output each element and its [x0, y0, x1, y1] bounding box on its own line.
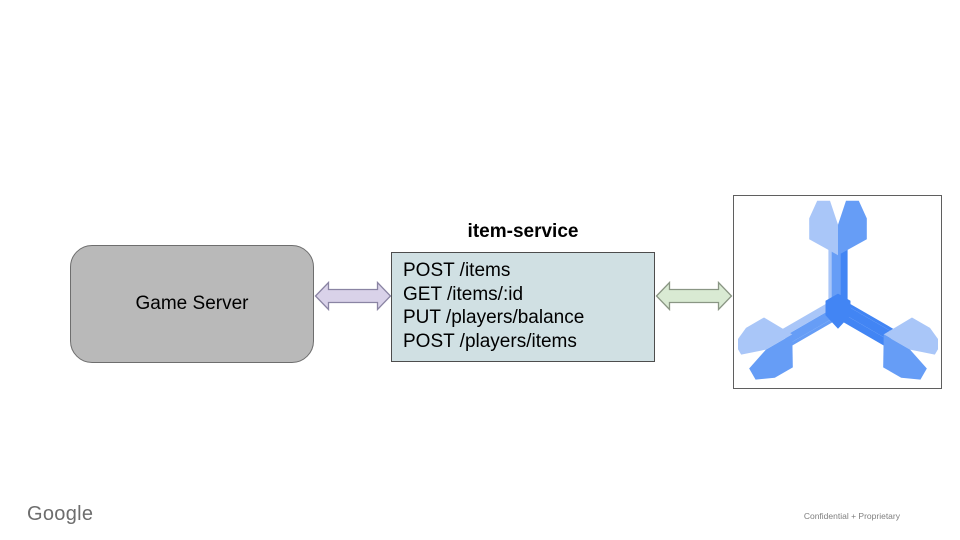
endpoint-line: PUT /players/balance [403, 307, 585, 328]
game-server-box: Game Server [70, 245, 314, 363]
spanner-arm-top [808, 200, 867, 310]
endpoint-line: GET /items/:id [403, 283, 524, 305]
bidirectional-arrow-icon [314, 281, 392, 311]
confidential-label: Confidential + Proprietary [803, 511, 900, 521]
spanner-hub [825, 293, 850, 329]
bidirectional-arrow-icon [655, 281, 733, 311]
database-box [733, 195, 942, 389]
game-server-label: Game Server [135, 293, 249, 314]
item-service-title: item-service [467, 221, 579, 242]
cloud-spanner-icon [737, 200, 938, 387]
endpoint-line: POST /players/items [403, 330, 577, 352]
endpoint-line: POST /items [403, 260, 511, 281]
item-service-box: POST /items GET /items/:id PUT /players/… [391, 252, 655, 362]
arrow-right-shape [655, 281, 733, 311]
google-logo: Google [27, 503, 94, 525]
arrow-left-shape [314, 281, 392, 311]
